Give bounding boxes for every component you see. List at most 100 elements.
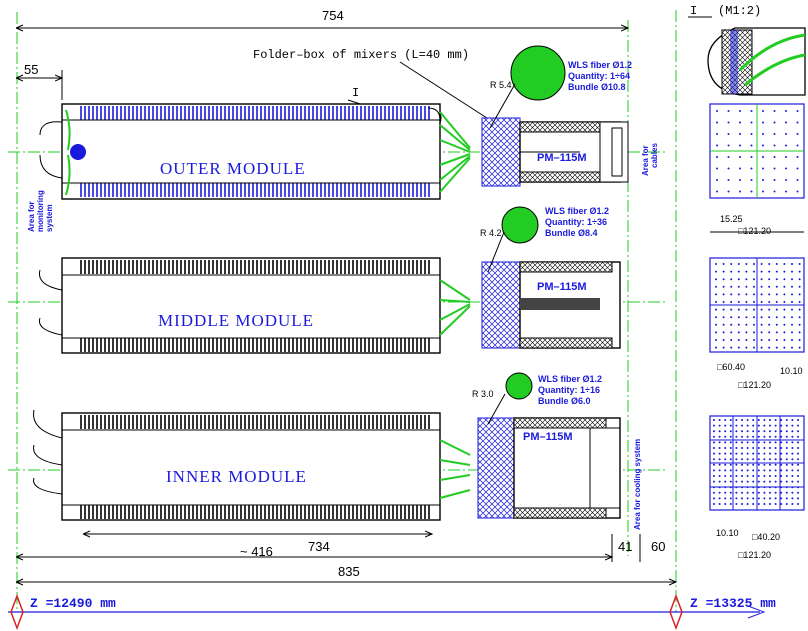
fiber-dot — [715, 263, 717, 265]
fiber-dot — [715, 293, 717, 296]
fiber-dot — [763, 497, 766, 500]
fiber-dot — [757, 480, 760, 483]
fiber-dot — [797, 503, 799, 505]
outer-module: OUTER MODULE — [39, 103, 471, 200]
fiber-dot — [739, 144, 741, 147]
svg-text:Area for: Area for — [641, 145, 650, 176]
svg-text:10.10: 10.10 — [716, 528, 739, 538]
fiber-dot — [753, 316, 755, 319]
fiber-dot — [716, 179, 718, 181]
fiber-dot — [768, 301, 771, 303]
fiber-dot — [715, 285, 717, 288]
fiber-dot — [727, 121, 730, 124]
fiber-dot — [718, 463, 721, 466]
fiber-dot — [730, 331, 733, 334]
fiber-dot — [763, 419, 766, 421]
fiber-dot — [739, 110, 741, 112]
fiber-dot — [745, 323, 748, 326]
fiber-dot — [768, 285, 771, 288]
fiber-dot — [798, 339, 801, 341]
fiber-dot — [780, 475, 783, 477]
fiber-dot — [713, 475, 715, 477]
fiber-dot — [762, 144, 764, 147]
fiber-dot — [753, 339, 755, 341]
fiber-dot — [739, 190, 741, 193]
fiber-dot — [769, 458, 771, 461]
fiber-dot — [760, 278, 763, 281]
fiber-dot — [797, 424, 799, 427]
fiber-dot — [768, 339, 771, 341]
fiber-dot — [773, 167, 776, 170]
fiber-dot — [735, 447, 738, 449]
fiber-dot — [791, 316, 793, 319]
fiber-dot — [775, 278, 778, 281]
fiber-dot — [746, 480, 749, 483]
svg-text:754: 754 — [322, 8, 344, 23]
fiber-dot — [791, 486, 794, 489]
fiber-dot — [729, 486, 732, 489]
fiber-dot — [752, 463, 755, 466]
fiber-dot — [775, 308, 778, 311]
fiber-dot — [735, 458, 738, 461]
fiber-dot — [729, 447, 732, 449]
fiber-dot — [780, 419, 783, 421]
fiber-dot — [791, 308, 793, 311]
fiber-dot — [741, 441, 743, 444]
fiber-dot — [724, 419, 727, 421]
fiber-dot — [760, 339, 763, 341]
fiber-dot — [757, 475, 760, 477]
fiber-dot — [796, 190, 799, 193]
fiber-dot — [780, 430, 783, 433]
fiber-dot — [780, 458, 783, 461]
fiber-dot — [713, 463, 715, 466]
middle-cross-section: □60.40 10.10 □121.20 — [709, 257, 805, 390]
outer-fiber-bundle: R 5.4 WLS fiber Ø1.2 Quantity: 1÷64 Bund… — [489, 45, 632, 129]
svg-text:(M1:2): (M1:2) — [718, 4, 761, 18]
fiber-dot — [752, 458, 755, 461]
fiber-dot — [769, 491, 771, 494]
fiber-dot — [741, 419, 743, 421]
fiber-dot — [752, 475, 755, 477]
svg-text:PM–115M: PM–115M — [523, 431, 573, 443]
fiber-dot — [713, 480, 715, 483]
fiber-dot — [718, 458, 721, 461]
fiber-dot — [780, 503, 783, 505]
fiber-dot — [745, 270, 748, 273]
fiber-dot — [727, 167, 730, 170]
fiber-dot — [727, 179, 730, 181]
fiber-dot — [713, 458, 715, 461]
fiber-dot — [718, 447, 721, 449]
fiber-dot — [762, 190, 764, 193]
fiber-dot — [713, 447, 715, 449]
fiber-dot — [785, 447, 788, 449]
fiber-dot — [791, 339, 793, 341]
fiber-dot — [745, 308, 748, 311]
fiber-dot — [791, 301, 793, 303]
fiber-dot — [791, 503, 794, 505]
fiber-dot — [796, 156, 799, 158]
fiber-dot — [713, 469, 715, 472]
fiber-dot — [746, 447, 749, 449]
fiber-dot — [737, 339, 740, 341]
fiber-dot — [722, 263, 725, 265]
fiber-dot — [737, 293, 740, 296]
fiber-dot — [762, 179, 764, 181]
fiber-dot — [775, 293, 778, 296]
fiber-dot — [762, 133, 764, 135]
svg-text:I: I — [690, 4, 697, 18]
fiber-dot — [783, 346, 786, 349]
fiber-dot — [774, 458, 777, 461]
fiber-dot — [741, 424, 743, 427]
fiber-dot — [763, 424, 766, 427]
fiber-dot — [741, 458, 743, 461]
fiber-dot — [785, 133, 787, 135]
fiber-dot — [724, 458, 727, 461]
fiber-dot — [797, 491, 799, 494]
fiber-dot — [730, 301, 733, 303]
fiber-dot — [729, 463, 732, 466]
fiber-dot — [757, 452, 760, 455]
fiber-dot — [785, 452, 788, 455]
fiber-dot — [718, 491, 721, 494]
fiber-dot — [729, 419, 732, 421]
fiber-dot — [724, 503, 727, 505]
